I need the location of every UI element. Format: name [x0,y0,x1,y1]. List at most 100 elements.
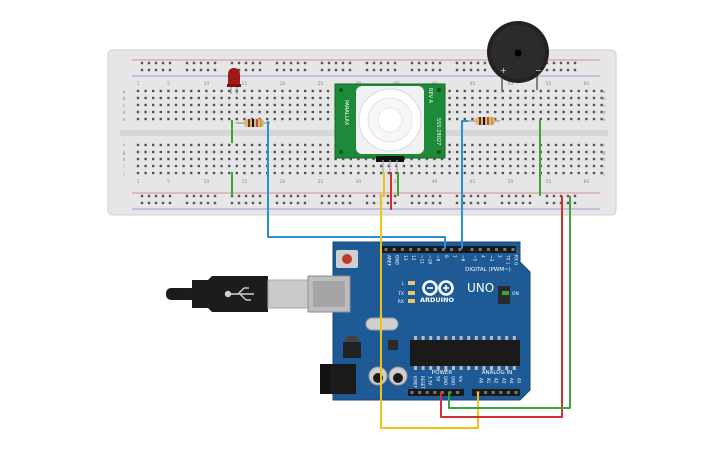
breadboard-hole[interactable] [319,150,322,154]
breadboard-hole[interactable] [182,150,185,154]
breadboard-hole[interactable] [144,171,147,175]
breadboard-hole[interactable] [136,103,140,107]
breadboard-hole[interactable] [304,117,307,121]
breadboard-hole[interactable] [524,89,527,93]
digital-pin[interactable] [503,248,507,251]
breadboard-hole[interactable] [296,110,299,114]
breadboard-hole[interactable] [471,150,474,154]
rail-hole[interactable] [386,61,390,65]
breadboard-hole[interactable] [501,96,504,100]
breadboard-hole[interactable] [471,164,474,168]
breadboard-hole[interactable] [600,157,603,161]
breadboard-hole[interactable] [281,171,284,175]
rail-hole[interactable] [154,68,158,72]
breadboard-hole[interactable] [539,103,542,107]
rail-hole[interactable] [206,61,210,65]
breadboard-hole[interactable] [433,157,436,161]
breadboard-hole[interactable] [585,150,588,154]
breadboard-hole[interactable] [167,150,170,154]
rail-hole[interactable] [251,68,255,72]
breadboard-hole[interactable] [364,164,368,168]
breadboard-hole[interactable] [152,103,155,107]
rail-hole[interactable] [438,201,442,205]
rail-hole[interactable] [334,201,338,205]
breadboard-hole[interactable] [562,157,565,161]
breadboard-hole[interactable] [243,110,246,114]
rail-hole[interactable] [213,194,217,198]
breadboard-hole[interactable] [478,89,482,93]
digital-pin[interactable] [458,248,462,251]
breadboard-hole[interactable] [509,143,512,147]
breadboard-hole[interactable] [494,164,497,168]
rail-hole[interactable] [199,68,203,72]
breadboard-hole[interactable] [273,157,276,161]
breadboard-hole[interactable] [547,157,550,161]
rail-hole[interactable] [258,201,262,205]
rail-hole[interactable] [140,194,144,198]
breadboard-hole[interactable] [524,171,527,175]
breadboard-hole[interactable] [296,103,299,107]
breadboard-hole[interactable] [562,171,565,175]
breadboard-hole[interactable] [456,117,459,121]
breadboard-hole[interactable] [174,157,178,161]
breadboard-hole[interactable] [570,89,573,93]
breadboard-hole[interactable] [592,171,596,175]
breadboard-hole[interactable] [501,143,504,147]
breadboard-hole[interactable] [463,96,466,100]
rail-hole[interactable] [476,194,480,198]
rail-hole[interactable] [573,201,577,205]
breadboard-hole[interactable] [532,143,535,147]
breadboard-hole[interactable] [592,110,596,114]
breadboard-hole[interactable] [228,143,231,147]
rail-hole[interactable] [327,194,331,198]
rail-hole[interactable] [507,201,511,205]
rail-hole[interactable] [372,68,376,72]
breadboard-hole[interactable] [478,143,482,147]
breadboard-hole[interactable] [144,117,147,121]
breadboard-hole[interactable] [190,103,193,107]
breadboard-hole[interactable] [326,171,330,175]
breadboard-hole[interactable] [182,157,185,161]
rail-hole[interactable] [341,68,345,72]
rail-hole[interactable] [438,68,442,72]
breadboard-hole[interactable] [554,117,558,121]
breadboard-hole[interactable] [235,110,238,114]
breadboard-hole[interactable] [220,164,223,168]
breadboard-hole[interactable] [304,89,307,93]
breadboard-hole[interactable] [144,164,147,168]
breadboard-hole[interactable] [585,103,588,107]
breadboard-hole[interactable] [319,96,322,100]
rail-hole[interactable] [348,194,352,198]
breadboard-hole[interactable] [281,164,284,168]
rail-hole[interactable] [168,201,172,205]
breadboard-hole[interactable] [205,157,208,161]
breadboard-hole[interactable] [570,96,573,100]
breadboard-hole[interactable] [220,96,223,100]
breadboard-hole[interactable] [326,117,330,121]
breadboard-hole[interactable] [197,164,200,168]
breadboard-hole[interactable] [144,143,147,147]
breadboard-hole[interactable] [197,110,200,114]
breadboard-hole[interactable] [212,171,216,175]
rail-hole[interactable] [296,201,300,205]
breadboard-hole[interactable] [304,96,307,100]
breadboard-hole[interactable] [372,157,375,161]
rail-hole[interactable] [296,194,300,198]
breadboard-hole[interactable] [243,157,246,161]
breadboard-hole[interactable] [380,171,383,175]
rail-hole[interactable] [455,194,459,198]
breadboard-hole[interactable] [433,164,436,168]
breadboard-hole[interactable] [547,89,550,93]
breadboard-hole[interactable] [592,89,596,93]
breadboard-hole[interactable] [448,157,451,161]
rail-hole[interactable] [393,61,397,65]
breadboard-hole[interactable] [235,117,238,121]
breadboard-hole[interactable] [235,164,238,168]
breadboard-hole[interactable] [243,150,246,154]
breadboard-hole[interactable] [532,103,535,107]
rail-hole[interactable] [410,201,414,205]
breadboard-hole[interactable] [471,157,474,161]
breadboard-hole[interactable] [159,171,162,175]
breadboard-hole[interactable] [228,96,231,100]
breadboard-hole[interactable] [463,150,466,154]
